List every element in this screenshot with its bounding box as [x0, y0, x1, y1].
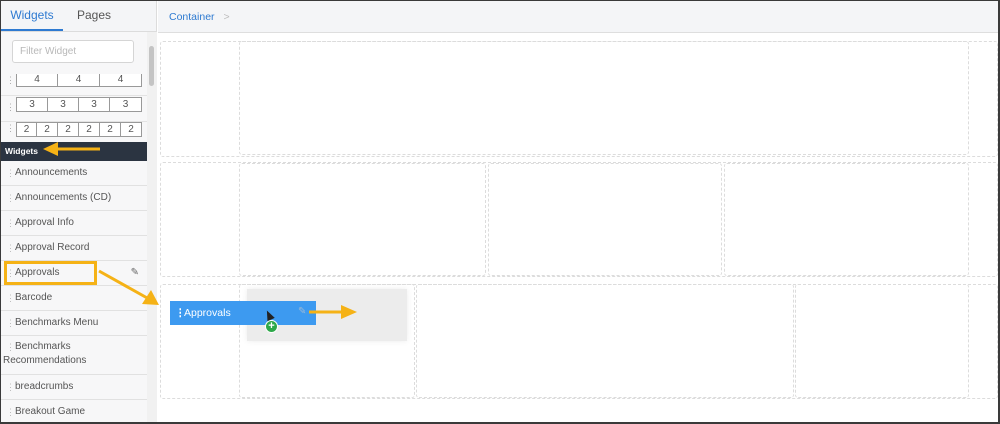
add-plus-icon: +: [265, 320, 278, 333]
widgets-section-header: Widgets: [1, 142, 147, 161]
layout-column: 2: [58, 122, 79, 137]
drag-handle-icon[interactable]: ⋮: [6, 342, 15, 352]
drag-handle-icon[interactable]: ⋮: [6, 123, 15, 133]
layout-4-4-4[interactable]: ⋮ 4 4 4: [1, 70, 147, 96]
pencil-icon: ✎: [298, 306, 307, 317]
widget-label: Approvals: [15, 267, 60, 278]
breadcrumb-separator: >: [223, 11, 230, 23]
drag-handle-icon[interactable]: ⋮: [175, 307, 186, 319]
widget-label: Approval Record: [15, 242, 90, 253]
dragged-widget-approvals[interactable]: ⋮ Approvals: [170, 301, 316, 325]
page-canvas: Container >: [158, 1, 998, 422]
drag-handle-icon[interactable]: ⋮: [6, 218, 15, 228]
layout-column: 4: [16, 74, 58, 87]
widget-label: Breakout Game: [15, 406, 86, 417]
widget-item-approval-record[interactable]: ⋮ Approval Record: [1, 236, 147, 261]
tab-pages[interactable]: Pages: [76, 8, 112, 22]
column-drop-zone[interactable]: [239, 41, 969, 155]
widget-label: Approval Info: [15, 217, 74, 228]
widget-label-line2: Recommendations: [3, 355, 87, 366]
widget-item-barcode[interactable]: ⋮ Barcode: [1, 286, 147, 311]
sidebar-scrollbar-thumb[interactable]: [149, 46, 154, 86]
breadcrumb-container-link[interactable]: Container: [169, 11, 215, 23]
drag-handle-icon[interactable]: ⋮: [6, 193, 15, 203]
widget-item-announcements-cd[interactable]: ⋮ Announcements (CD): [1, 186, 147, 211]
drag-handle-icon[interactable]: ⋮: [6, 102, 15, 112]
widget-item-announcements[interactable]: ⋮ Announcements: [1, 161, 147, 186]
widget-label: Barcode: [15, 292, 53, 303]
widget-label: Benchmarks Menu: [15, 317, 99, 328]
layout-column: 3: [48, 97, 79, 112]
sidebar-tabs: Widgets Pages: [1, 1, 156, 32]
drag-handle-icon[interactable]: ⋮: [6, 407, 15, 417]
drag-handle-icon[interactable]: ⋮: [6, 75, 15, 85]
drag-handle-icon[interactable]: ⋮: [6, 318, 15, 328]
layout-column: 2: [100, 122, 121, 137]
widget-item-approval-info[interactable]: ⋮ Approval Info: [1, 211, 147, 236]
widget-item-benchmarks-menu[interactable]: ⋮ Benchmarks Menu: [1, 311, 147, 336]
layout-column: 2: [121, 122, 142, 137]
layout-column: 4: [100, 74, 142, 87]
widget-item-breakout-game[interactable]: ⋮ Breakout Game: [1, 400, 147, 422]
dragged-widget-label: Approvals: [184, 307, 231, 319]
layout-column: 2: [79, 122, 100, 137]
tab-widgets[interactable]: Widgets: [1, 1, 63, 31]
column-drop-zone[interactable]: [239, 284, 415, 398]
filter-widget-input[interactable]: [12, 40, 134, 63]
layout-column: 3: [79, 97, 110, 112]
sidebar-scroll-area: ⋮ 4 4 4 ⋮ 3 3 3 3 ⋮: [1, 32, 147, 422]
drag-handle-icon[interactable]: ⋮: [6, 382, 15, 392]
layout-column: 2: [16, 122, 37, 137]
widget-item-breadcrumbs[interactable]: ⋮ breadcrumbs: [1, 375, 147, 400]
column-drop-zone[interactable]: [724, 163, 969, 276]
drag-handle-icon[interactable]: ⋮: [6, 243, 15, 253]
widget-item-benchmarks-recommendations[interactable]: ⋮ Benchmarks Recommendations: [1, 336, 147, 375]
drag-handle-icon[interactable]: ⋮: [6, 268, 15, 278]
sidebar-scrollbar[interactable]: [147, 32, 157, 422]
layout-2-2-2-2-2-2[interactable]: ⋮ 2 2 2 2 2 2: [1, 122, 147, 142]
breadcrumb: Container >: [158, 1, 998, 33]
widget-sidebar: Widgets Pages ⋮ 4 4 4 ⋮ 3 3 3: [1, 1, 157, 422]
column-drop-zone[interactable]: [795, 284, 969, 398]
widget-label: Announcements (CD): [15, 192, 112, 203]
column-drop-zone[interactable]: [239, 163, 486, 276]
widget-label: breadcrumbs: [15, 381, 74, 392]
widget-label: Announcements: [15, 167, 88, 178]
pencil-icon[interactable]: ✎: [130, 267, 139, 278]
container-row-2[interactable]: [160, 162, 998, 277]
drag-handle-icon[interactable]: ⋮: [6, 168, 15, 178]
drag-handle-icon[interactable]: ⋮: [6, 293, 15, 303]
layout-column: 4: [58, 74, 100, 87]
layout-column: 3: [110, 97, 142, 112]
layout-column: 3: [16, 97, 48, 112]
layout-3-3-3-3[interactable]: ⋮ 3 3 3 3: [1, 96, 147, 122]
column-drop-zone[interactable]: [488, 163, 722, 276]
column-drop-zone[interactable]: [416, 284, 794, 398]
widget-label: Benchmarks: [15, 341, 71, 352]
layout-column: 2: [37, 122, 58, 137]
approvals-highlight-annotation: [4, 261, 97, 285]
